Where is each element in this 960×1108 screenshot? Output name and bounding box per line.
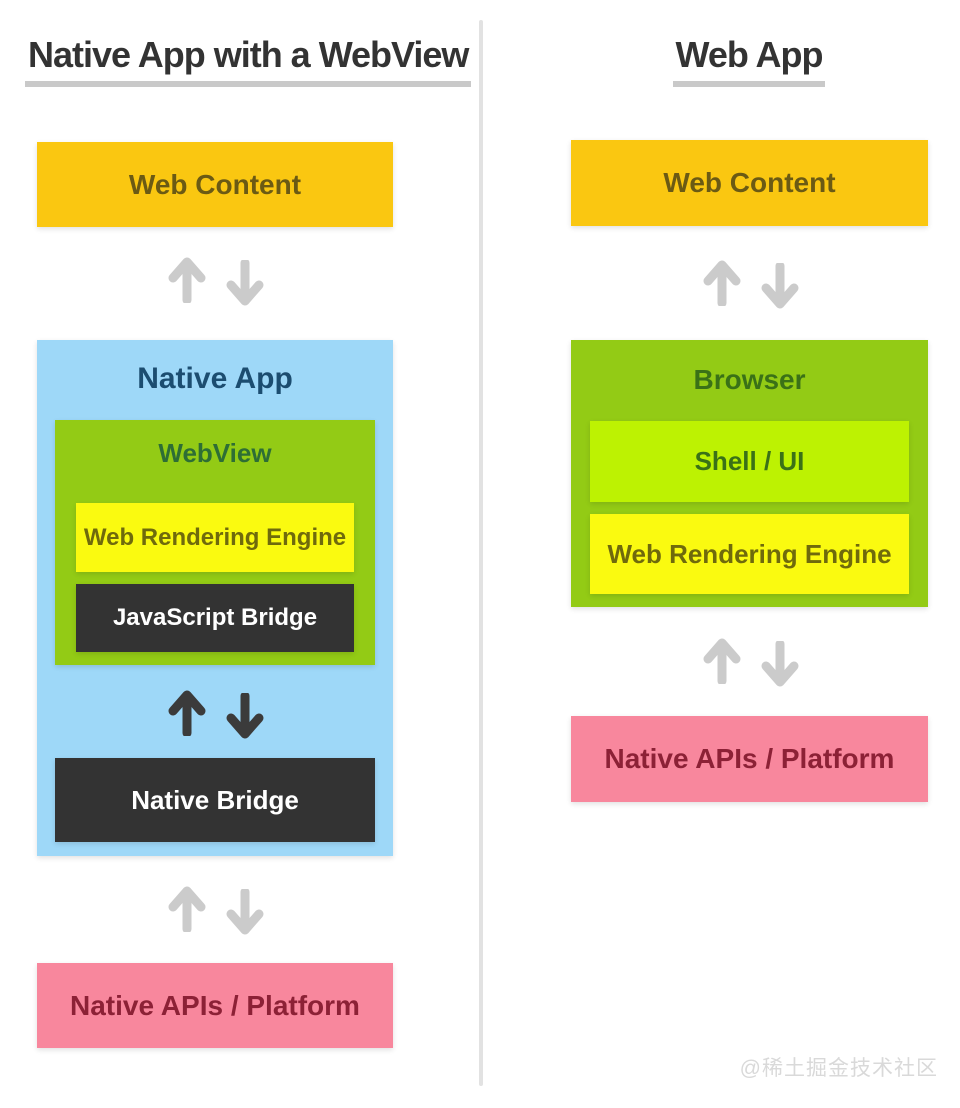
right-column-title: Web App (570, 34, 928, 87)
native-bridge-box: Native Bridge (55, 758, 375, 842)
right-web-content-box: Web Content (571, 140, 928, 226)
left-column-title: Native App with a WebView (25, 34, 472, 87)
left-web-rendering-engine-box: Web Rendering Engine (76, 503, 354, 572)
right-column-title-text: Web App (672, 34, 826, 87)
left-web-content-label: Web Content (128, 168, 302, 200)
right-web-rendering-engine-label: Web Rendering Engine (607, 538, 892, 569)
right-top-sync-arrows (702, 256, 800, 313)
native-app-label: Native App (137, 362, 293, 395)
right-native-apis-label: Native APIs / Platform (604, 743, 895, 774)
javascript-bridge-box: JavaScript Bridge (76, 584, 354, 652)
shell-ui-label: Shell / UI (694, 446, 805, 476)
shell-ui-box: Shell / UI (590, 421, 909, 502)
left-top-sync-arrows (167, 253, 265, 310)
right-bottom-sync-arrows (702, 634, 800, 691)
up-arrow-icon (702, 256, 742, 306)
watermark: @稀土掘金技术社区 (739, 1057, 938, 1080)
javascript-bridge-label: JavaScript Bridge (112, 604, 318, 631)
left-column-title-text: Native App with a WebView (25, 34, 472, 87)
right-web-content-label: Web Content (663, 167, 836, 198)
right-native-apis-box: Native APIs / Platform (571, 716, 928, 802)
up-arrow-icon (167, 882, 207, 932)
up-arrow-icon (167, 253, 207, 303)
right-web-rendering-engine-box: Web Rendering Engine (590, 514, 909, 594)
left-bottom-sync-arrows (167, 882, 265, 939)
down-arrow-icon (760, 263, 800, 313)
left-web-rendering-engine-label: Web Rendering Engine (83, 523, 347, 551)
browser-label: Browser (693, 364, 806, 395)
webview-container: WebView Web Rendering Engine JavaScript … (55, 420, 375, 665)
up-arrow-icon (702, 634, 742, 684)
up-arrow-icon (167, 686, 207, 736)
native-app-container: Native App WebView Web Rendering Engine … (37, 340, 393, 856)
down-arrow-icon (225, 260, 265, 310)
column-divider (479, 20, 483, 1086)
native-bridge-label: Native Bridge (131, 784, 299, 815)
left-native-apis-label: Native APIs / Platform (70, 989, 360, 1021)
down-arrow-icon (225, 889, 265, 939)
down-arrow-icon (225, 693, 265, 743)
bridge-sync-arrows (167, 686, 265, 743)
webview-label: WebView (158, 438, 272, 468)
down-arrow-icon (760, 641, 800, 691)
left-native-apis-box: Native APIs / Platform (37, 963, 393, 1048)
browser-container: Browser Shell / UI Web Rendering Engine (571, 340, 928, 607)
left-web-content-box: Web Content (37, 142, 393, 227)
